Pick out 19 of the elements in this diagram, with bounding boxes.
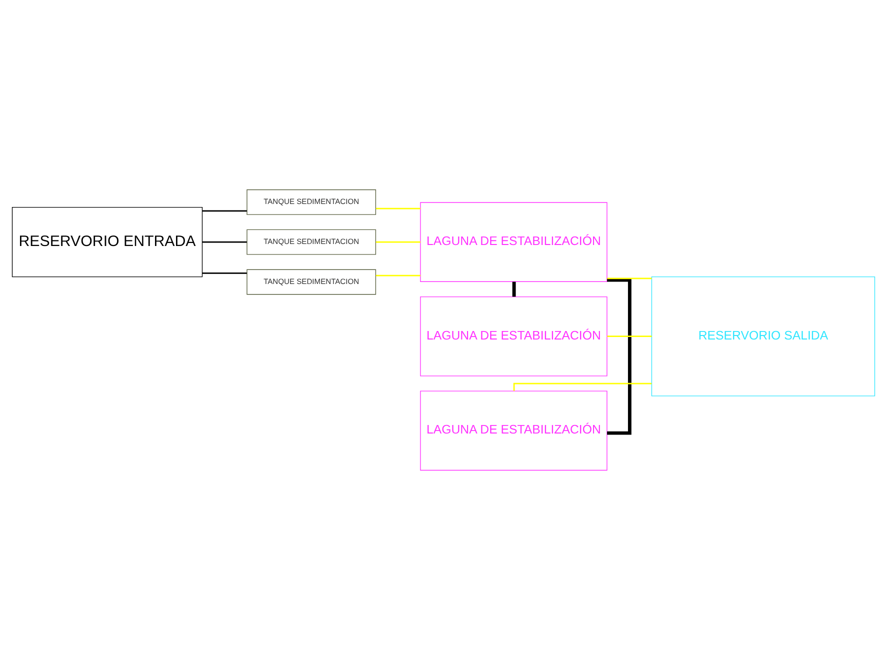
node-box: TANQUE SEDIMENTACION: [246, 189, 376, 215]
node-box: LAGUNA DE ESTABILIZACIÓN: [420, 296, 608, 376]
node-box: TANQUE SEDIMENTACION: [246, 269, 376, 295]
connector: [512, 282, 516, 297]
connector: [607, 336, 652, 338]
node-box: LAGUNA DE ESTABILIZACIÓN: [420, 390, 608, 471]
connector: [607, 278, 632, 435]
connector: [607, 278, 652, 280]
node-box: RESERVORIO ENTRADA: [12, 206, 203, 278]
connector: [376, 208, 420, 210]
connector: [202, 210, 247, 212]
connector: [376, 274, 420, 276]
node-box: LAGUNA DE ESTABILIZACIÓN: [420, 202, 608, 282]
connector: [202, 272, 247, 274]
connector: [376, 241, 420, 243]
connector: [202, 241, 247, 243]
node-box: TANQUE SEDIMENTACION: [246, 229, 376, 255]
node-box: RESERVORIO SALIDA: [651, 276, 876, 396]
connector: [513, 382, 652, 391]
